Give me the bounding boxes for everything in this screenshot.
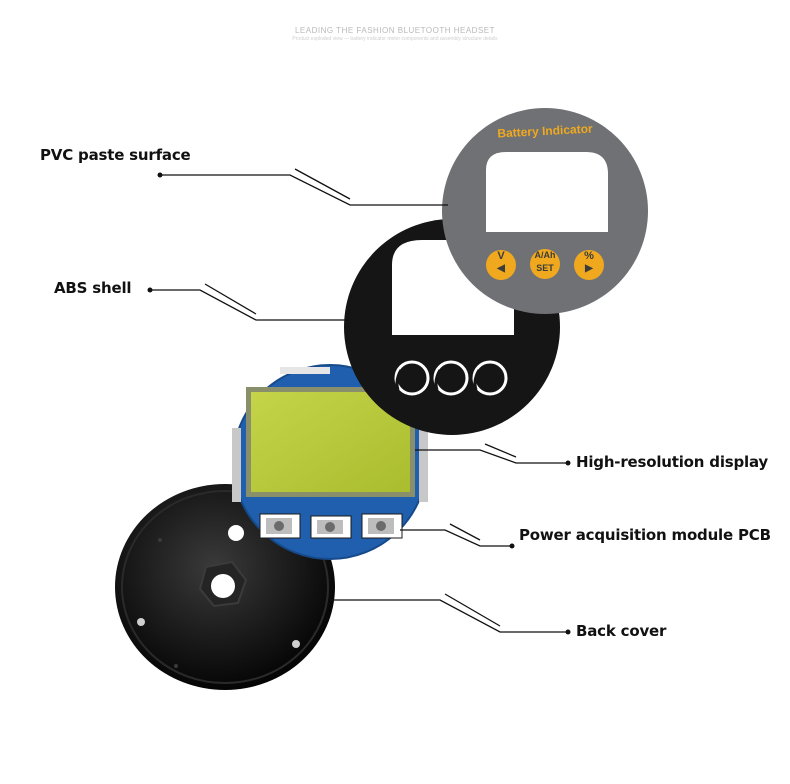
pcb-board bbox=[232, 364, 428, 560]
label-pvc-paste-surface: PVC paste surface bbox=[40, 146, 191, 164]
switch-left bbox=[259, 513, 301, 539]
leader-lines bbox=[150, 168, 568, 633]
label-high-resolution-display: High-resolution display bbox=[576, 453, 769, 471]
header-title: LEADING THE FASHION BLUETOOTH HEADSET bbox=[294, 26, 496, 35]
leader-dots bbox=[147, 172, 571, 635]
label-power-acquisition-pcb: Power acquisition module PCB bbox=[519, 526, 771, 544]
panel-button-percent-bottom: ▶ bbox=[585, 263, 593, 274]
panel-button-percent: % ▶ bbox=[574, 250, 604, 280]
label-abs-shell: ABS shell bbox=[54, 279, 132, 297]
panel-button-set-top: A/Ah bbox=[534, 250, 556, 260]
pvc-panel bbox=[442, 108, 648, 314]
panel-button-v-bottom: ◀ bbox=[497, 263, 505, 274]
panel-button-percent-top: % bbox=[584, 250, 594, 262]
panel-button-set: A/Ah SET bbox=[530, 249, 560, 279]
panel-button-v: V ◀ bbox=[486, 250, 516, 280]
panel-button-v-top: V bbox=[497, 250, 505, 262]
panel-button-set-bottom: SET bbox=[536, 263, 554, 273]
header-subtitle: Product exploded view — battery indicato… bbox=[292, 36, 498, 42]
switch-middle bbox=[310, 515, 352, 539]
switch-right bbox=[361, 513, 403, 539]
label-back-cover: Back cover bbox=[576, 622, 667, 640]
